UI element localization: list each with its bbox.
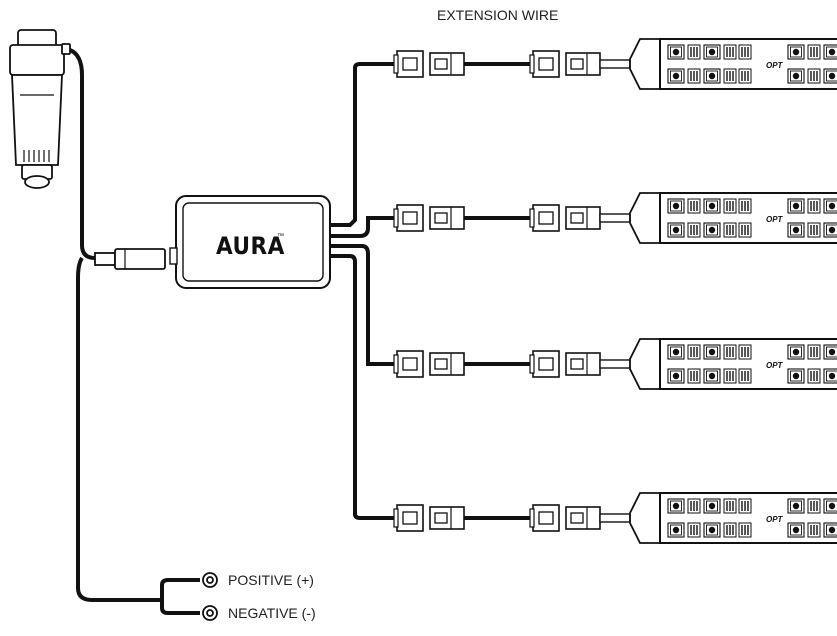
lighter-wire-to-battery [76,256,162,602]
strip-logo: OPT [766,61,784,70]
extension-wire-label: EXTENSION WIRE [437,7,558,23]
strip-row-4: OPT [393,492,837,544]
lighter-wire [69,48,96,260]
strip-logo: OPT [766,515,784,524]
controller-trademark: ™ [277,233,284,240]
cigarette-lighter-plug-icon [9,29,71,189]
strip-logo: OPT [766,361,784,370]
aura-controller: AURA ™ [169,195,331,289]
controller-brand: AURA [216,232,285,260]
negative-label: NEGATIVE (-) [228,605,316,621]
negative-wire [160,600,200,615]
dc-barrel-plug-icon [94,248,166,270]
ring-terminal-icon [202,572,218,621]
output-wires [330,62,395,520]
strip-row-1: OPT [393,38,837,90]
strip-row-3: OPT [393,338,837,390]
strip-logo: OPT [766,215,784,224]
positive-wire [160,578,200,600]
strip-row-2: OPT [393,192,837,244]
positive-label: POSITIVE (+) [228,572,314,588]
